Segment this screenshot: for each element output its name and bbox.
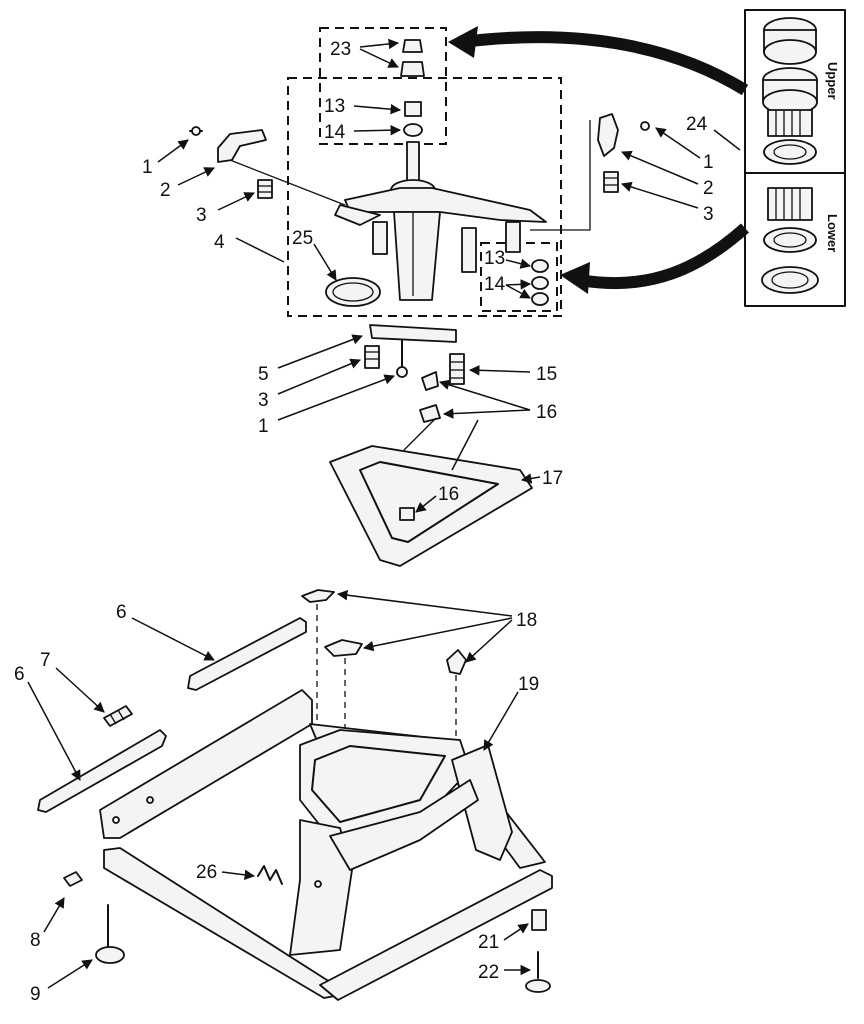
part-7-spring <box>103 705 133 727</box>
part-15-spring <box>449 353 465 385</box>
part-6-rail-upper <box>187 617 307 691</box>
callout-3-left: 3 <box>196 205 207 226</box>
callout-6-upper: 6 <box>116 602 127 623</box>
callout-8: 8 <box>30 930 41 951</box>
callout-4: 4 <box>214 232 225 253</box>
arrow-to-upper-bearing <box>461 31 749 96</box>
callout-22: 22 <box>478 962 499 983</box>
lower-label: Lower <box>825 214 840 252</box>
part-21-sleeve <box>531 909 547 931</box>
callout-5: 5 <box>258 364 269 385</box>
callout-14-lower: 14 <box>484 274 506 295</box>
part-1-bolt-lower <box>396 339 408 378</box>
callout-16-upper: 16 <box>536 402 557 423</box>
callout-13-lower: 13 <box>484 248 505 269</box>
part-19-base-frame <box>99 689 553 1001</box>
right-bracket-parts <box>530 113 650 231</box>
upper-label: Upper <box>825 62 840 100</box>
part-17-frame <box>329 417 533 567</box>
part-5-bracket <box>369 324 457 343</box>
part-25-ring <box>325 277 381 307</box>
part-4-spider <box>334 141 547 301</box>
part-18-plate-a <box>301 589 335 603</box>
part-26-clip <box>257 865 283 885</box>
left-bracket-parts <box>189 126 346 206</box>
callout-3-lower: 3 <box>258 390 269 411</box>
callout-17: 17 <box>542 468 563 489</box>
part-6-rail-lower <box>37 729 167 813</box>
part-14 <box>403 123 423 137</box>
callout-26: 26 <box>196 862 217 883</box>
callout-7: 7 <box>40 650 51 671</box>
callout-21: 21 <box>478 932 499 953</box>
callout-2-left: 2 <box>160 180 171 201</box>
part-3-spring-lower <box>364 345 380 369</box>
callout-24: 24 <box>686 114 708 135</box>
part-22-foot <box>525 951 551 993</box>
callout-1-left: 1 <box>142 157 153 178</box>
box-item-23 <box>319 27 447 145</box>
arrow-to-lower-bearing <box>578 223 749 289</box>
part-23 <box>400 39 425 77</box>
callout-2-right: 2 <box>703 178 714 199</box>
callout-19: 19 <box>518 674 539 695</box>
callout-1-right: 1 <box>703 152 714 173</box>
part-13 <box>404 101 422 117</box>
bearing-panel: Upper Lower <box>744 9 846 307</box>
leader-lines <box>27 38 741 989</box>
part-18-plate-b <box>324 639 363 657</box>
part-16-pad-b <box>419 404 441 423</box>
callout-25: 25 <box>292 228 313 249</box>
part-9-foot <box>95 904 125 964</box>
part-13-14-small <box>531 259 549 306</box>
callout-23: 23 <box>330 39 351 60</box>
part-8-nut <box>63 871 83 887</box>
callout-14-upper: 14 <box>324 122 346 143</box>
callout-16-lower: 16 <box>438 484 459 505</box>
callout-3-right: 3 <box>703 204 714 225</box>
part-16-pad-a <box>421 371 439 391</box>
part-18-plate-c <box>446 649 467 675</box>
callout-13-upper: 13 <box>324 96 345 117</box>
callout-6-lower: 6 <box>14 664 25 685</box>
callout-15: 15 <box>536 364 557 385</box>
callout-9: 9 <box>30 984 41 1005</box>
arrowhead-lower <box>560 262 590 294</box>
callout-18: 18 <box>516 610 537 631</box>
lower-bearing-set <box>761 187 819 294</box>
box-item-4 <box>287 77 562 317</box>
upper-bearing-set <box>762 17 818 165</box>
arrowhead-upper <box>448 26 478 58</box>
callouts: 23 13 14 1 2 3 4 25 1 2 3 24 13 14 5 3 1… <box>14 39 714 1005</box>
callout-1-lower: 1 <box>258 416 269 437</box>
